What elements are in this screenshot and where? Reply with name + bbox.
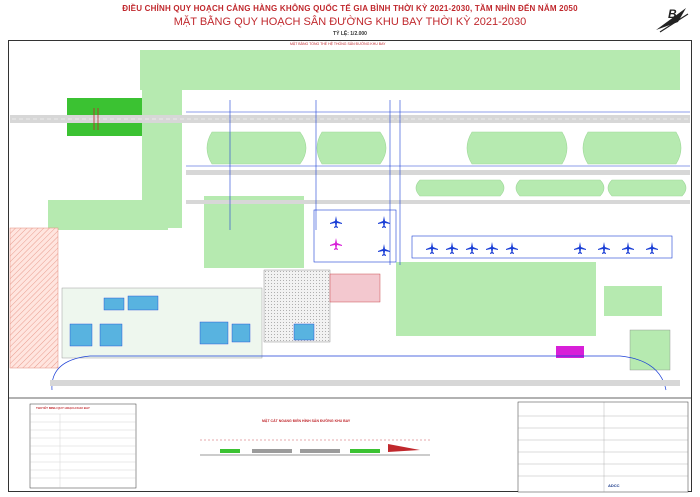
legend-rows <box>30 413 136 488</box>
logo-letter: B <box>668 7 677 21</box>
title-block-rows <box>518 402 688 492</box>
drawing-title-main: ĐIỀU CHỈNH QUY HOẠCH CẢNG HÀNG KHÔNG QUỐ… <box>122 4 578 13</box>
terminal-buildings <box>69 295 315 347</box>
plan-subtitle: MẶT BẰNG TỔNG THỂ HỆ THỐNG SÂN ĐƯỜNG KHU… <box>290 42 386 46</box>
landside-area <box>61 287 263 359</box>
terminal-pier <box>329 273 381 303</box>
cross-section-title: MẶT CẮT NGANG ĐIỂN HÌNH SÂN ĐƯỜNG KHU BA… <box>262 419 351 423</box>
planning-lines <box>186 100 690 265</box>
utility-block <box>629 329 671 371</box>
legend-title: THUYẾT MINH QUY HOẠCH KHU BAY <box>36 406 90 410</box>
east-grass-block <box>604 286 662 316</box>
parallel-taxiway-2 <box>186 200 690 204</box>
title-block <box>517 401 689 493</box>
drawing-title-sub: MẶT BẰNG QUY HOẠCH SÂN ĐƯỜNG KHU BAY THỜ… <box>173 16 527 28</box>
apron-grass-east <box>396 262 596 336</box>
infield-islands <box>206 131 687 197</box>
control-building <box>556 346 584 358</box>
north-grass-strip <box>140 50 680 90</box>
parallel-taxiway <box>186 170 690 175</box>
company-name: ADCC <box>608 483 620 488</box>
apron-grass-west <box>204 196 304 268</box>
access-road <box>51 355 667 391</box>
perimeter-road <box>50 380 680 386</box>
drawing-scale: TỶ LỆ: 1/2.000 <box>333 31 367 37</box>
southwest-grass <box>48 200 168 230</box>
drawing-frame <box>8 40 692 492</box>
cross-section-drawing <box>200 439 430 456</box>
restricted-zone <box>9 227 59 369</box>
company-logo-icon <box>656 8 689 33</box>
